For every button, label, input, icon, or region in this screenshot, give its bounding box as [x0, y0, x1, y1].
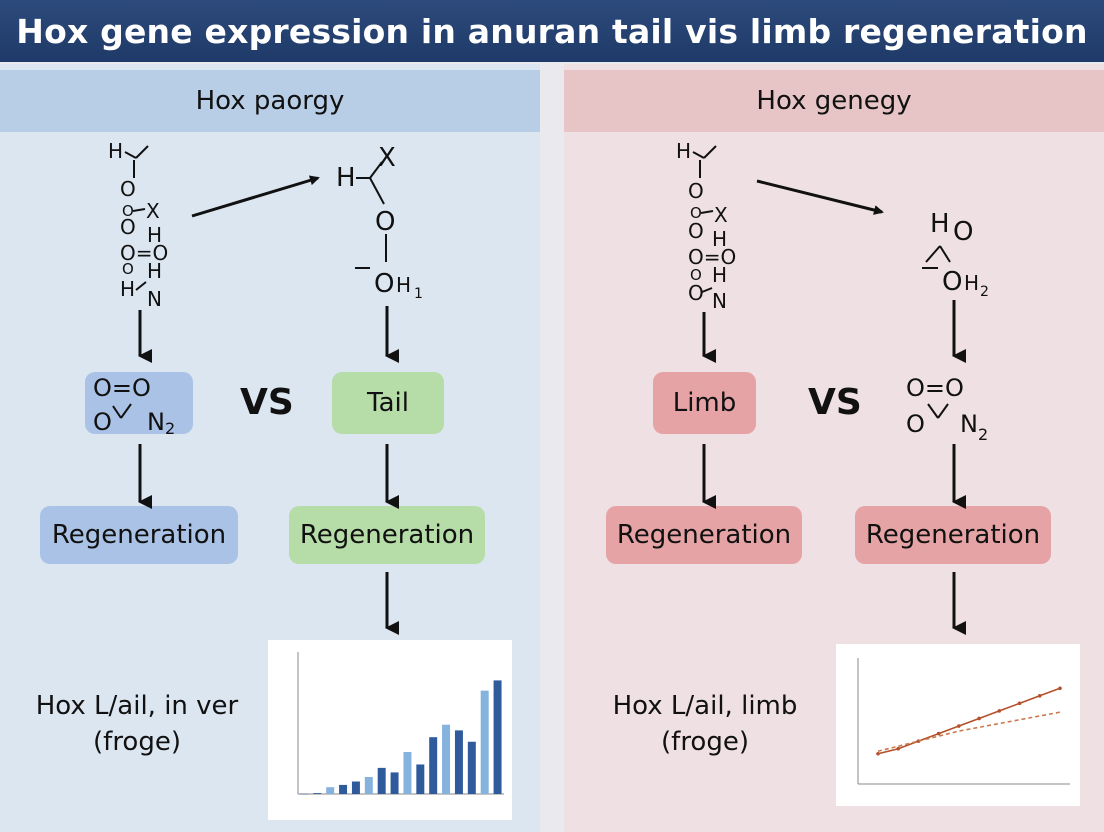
bar-1	[313, 793, 322, 794]
vs-label-left: VS	[240, 382, 294, 423]
line-point-4	[957, 724, 961, 728]
formula-top: O=O	[93, 374, 151, 402]
line-point-8	[1037, 694, 1042, 698]
caption-right: Hox L/ail, limb (froge)	[590, 688, 820, 760]
bar-12	[454, 730, 463, 794]
formula-n: N	[147, 408, 165, 434]
line-point-7	[1017, 701, 1022, 706]
bar-11	[442, 724, 451, 794]
limb-box: Limb	[653, 372, 756, 434]
bar-15	[493, 680, 502, 794]
bar-3	[339, 784, 348, 794]
bar-7	[390, 772, 399, 794]
line-point-1	[896, 746, 901, 751]
line-series-0	[877, 687, 1061, 755]
regeneration-box-red-right: Regeneration	[855, 506, 1051, 564]
line-chart-card	[836, 644, 1080, 806]
line-point-3	[936, 731, 941, 736]
regeneration-box-red-left: Regeneration	[606, 506, 802, 564]
left-panel-header: Hox paorgy	[0, 70, 540, 132]
line-point-0	[876, 751, 880, 756]
bar-6	[377, 767, 386, 794]
caption-left: Hox L/ail, in ver (froge)	[22, 688, 252, 760]
title-bar: Hox gene expression in anuran tail vis l…	[0, 0, 1104, 62]
bar-chart	[297, 652, 504, 795]
bar-chart-card	[268, 640, 512, 820]
regeneration-box-green: Regeneration	[289, 506, 485, 564]
bar-4	[351, 781, 360, 794]
caption-right-line1: Hox L/ail, limb	[612, 691, 798, 721]
bar-14	[480, 690, 489, 794]
caption-right-line2: (froge)	[661, 727, 749, 757]
bar-8	[403, 751, 412, 794]
line-point-6	[997, 709, 1002, 713]
formula-left-svg: O=O O N 2	[93, 374, 175, 434]
formula-o: O	[93, 408, 112, 434]
bar-9	[416, 764, 425, 794]
regeneration-box-blue: Regeneration	[40, 506, 238, 564]
line-point-9	[1058, 686, 1062, 691]
bar-10	[429, 737, 438, 794]
caption-left-line1: Hox L/ail, in ver	[35, 691, 239, 721]
bar-0	[300, 793, 309, 795]
page-title: Hox gene expression in anuran tail vis l…	[16, 11, 1088, 51]
caption-left-line2: (froge)	[93, 727, 181, 757]
right-panel-header: Hox genegy	[564, 70, 1104, 132]
formula-sub: 2	[165, 419, 175, 434]
bar-2	[326, 787, 335, 794]
bar-13	[467, 741, 476, 794]
tail-box: Tail	[332, 372, 444, 434]
vs-label-right: VS	[808, 382, 862, 423]
line-chart	[857, 658, 1070, 785]
bar-5	[364, 776, 373, 794]
line-point-5	[977, 716, 981, 721]
line-series-1	[877, 711, 1061, 753]
formula-box-left: O=O O N 2	[85, 372, 193, 434]
